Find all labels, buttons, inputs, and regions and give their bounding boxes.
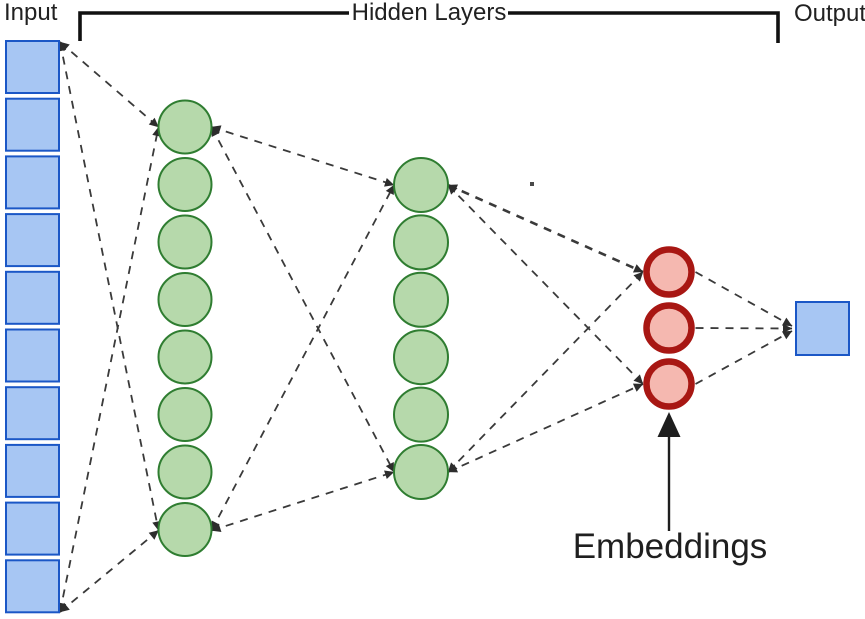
hidden-layers-bracket: [78, 11, 780, 43]
connector-line: [211, 125, 395, 187]
hidden2-node: [393, 444, 449, 500]
connector-line: [447, 183, 644, 274]
hidden2-node: [393, 386, 449, 443]
connector-line: [447, 271, 644, 473]
input-node: [5, 501, 60, 556]
bracket-right-segment: [508, 11, 780, 43]
hidden2-node: [393, 271, 449, 328]
connector-line: [57, 126, 162, 613]
connector-line: [210, 184, 395, 531]
input-node: [5, 213, 60, 268]
connector-line: [211, 470, 395, 533]
connector-line: [59, 529, 160, 613]
embedding-node: [643, 358, 695, 410]
connector-layer: [57, 41, 793, 613]
input-node: [5, 40, 60, 94]
input-node: [5, 443, 60, 498]
embedding-node: [643, 302, 695, 354]
hidden1-node: [157, 387, 213, 442]
input-label: Input: [4, 0, 58, 26]
input-node: [5, 97, 60, 152]
hidden2-node: [393, 329, 449, 386]
hidden-layers-label: Hidden Layers: [351, 0, 507, 26]
input-node: [5, 386, 60, 441]
connector-line: [447, 383, 644, 473]
hidden1-node: [157, 444, 213, 500]
hidden1-node: [157, 157, 213, 212]
bracket-left-segment: [78, 11, 349, 41]
node-layer: [5, 40, 850, 614]
connector-line: [695, 330, 793, 385]
connector-line: [695, 323, 793, 333]
hidden1-node: [157, 502, 213, 557]
stray-mark: [530, 182, 534, 186]
embeddings-arrowhead-icon: [657, 412, 681, 437]
output-node: [795, 301, 850, 356]
input-node: [5, 270, 60, 325]
hidden2-node: [393, 157, 449, 213]
output-label: Output: [794, 0, 865, 27]
hidden1-node: [157, 214, 213, 270]
embeddings-label: Embeddings: [572, 527, 768, 566]
embeddings-arrow: [657, 412, 681, 531]
connector-line: [210, 126, 395, 473]
hidden1-node: [157, 329, 213, 385]
input-node: [5, 328, 60, 383]
hidden1-node: [157, 99, 213, 155]
embedding-node: [643, 246, 695, 298]
connector-line: [447, 184, 644, 385]
hidden1-node: [157, 272, 213, 327]
connector-line: [59, 41, 160, 128]
input-node: [5, 155, 60, 210]
hidden2-node: [393, 214, 449, 271]
input-node: [5, 559, 60, 614]
connector-line: [695, 271, 793, 327]
